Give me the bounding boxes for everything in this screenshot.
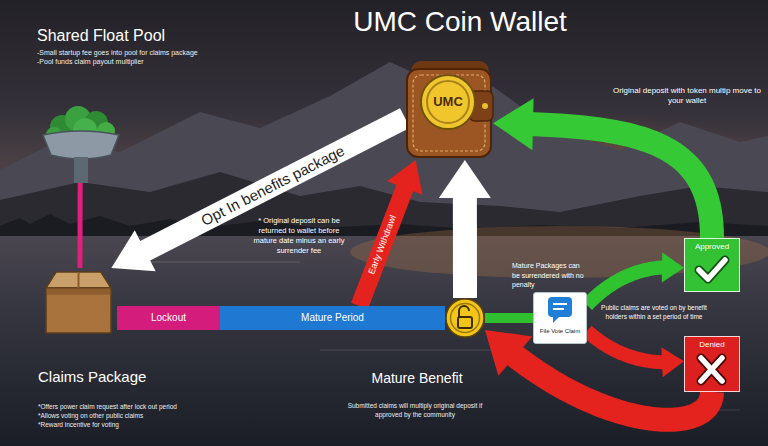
arrow-head: [661, 347, 684, 377]
wallet-icon: UMC: [405, 55, 493, 160]
float-pool-bowl-illustration-part: [74, 157, 88, 183]
note-label: Original deposit with token multip move …: [610, 86, 764, 106]
note-label: * Original deposit can be returned to wa…: [248, 216, 350, 256]
speech-bubble-icon-part: [553, 316, 560, 323]
arrow-head: [485, 330, 532, 376]
benefit-note: Submitted claims will multiply original …: [340, 401, 490, 419]
checkmark-symbol-part: [699, 260, 725, 279]
cardboard-box-illustration-part: [78, 272, 80, 288]
benefit-heading: Mature Benefit: [357, 370, 477, 387]
mature-period-band: Mature Period: [220, 306, 445, 330]
connector-shaft: [587, 331, 666, 362]
denied-box: Denied: [684, 336, 740, 392]
water-streak: [320, 349, 520, 351]
claims-heading: Claims Package: [38, 368, 146, 386]
connector: [485, 330, 712, 420]
connector: [439, 160, 491, 298]
cardboard-box-illustration: [42, 268, 115, 335]
float-pool-bowl-illustration: [40, 105, 122, 183]
cardboard-box-illustration-part: [46, 272, 111, 288]
box-label: File Vote Claim: [540, 327, 580, 335]
cross-symbol-part: [701, 358, 722, 381]
speech-bubble-icon-part: [553, 308, 564, 310]
speech-bubble-icon-part: [553, 303, 567, 305]
speech-bubble-icon-part: [548, 297, 572, 317]
connector-shaft: [485, 313, 533, 323]
connector-shaft: [509, 351, 712, 420]
cross-symbol-part: [701, 358, 722, 381]
approved-box: Approved: [684, 238, 740, 292]
connector: [360, 160, 423, 306]
padlock-coin-illustration: [445, 298, 485, 338]
wallet-illustration-part: [421, 75, 475, 129]
checkmark-symbol-part: [699, 260, 725, 279]
box-label: Denied: [699, 339, 724, 350]
float-pool-bowl: Shared Float Pool-Small startup fee goes…: [40, 105, 122, 183]
lockout-band: Lockout: [117, 306, 220, 330]
cardboard-box-illustration-part: [47, 289, 111, 295]
box-label: Approved: [695, 241, 729, 252]
claims-bullet: *Reward incentive for voting: [38, 421, 119, 429]
box-label: Mature Period: [301, 306, 364, 330]
box-label: Lockout: [151, 306, 186, 330]
connector: [485, 318, 533, 319]
connector: [587, 252, 684, 305]
mature-benefit-lock: Mature BenefitSubmitted claims will mult…: [445, 298, 485, 338]
claims-package-box: Claims Package*Offers power claim reques…: [42, 268, 115, 335]
water-streak: [140, 261, 300, 263]
cross-symbol-part: [701, 358, 722, 381]
claims-bullet: *Offers power claim request after lock o…: [38, 403, 177, 411]
pool-heading: Shared Float Pool: [37, 27, 165, 45]
coin-label: UMC: [423, 94, 473, 110]
arrow-head: [387, 160, 422, 195]
arrow-head: [111, 230, 155, 271]
arrow-head: [662, 252, 684, 282]
connector: [493, 98, 712, 238]
connector: [587, 331, 684, 377]
padlock-coin-illustration-part: [459, 306, 469, 317]
note-label: Mature Packages can be surrendered with …: [512, 261, 586, 290]
connector: [79, 183, 80, 268]
note-label: Public claims are voted on by benefit ho…: [598, 303, 710, 321]
file-vote-claim-box: File Vote Claim: [533, 292, 587, 344]
diagram-title: UMC Coin Wallet: [260, 6, 660, 38]
padlock-coin-illustration-part: [458, 317, 472, 328]
float-pool-bowl-illustration-part: [43, 131, 119, 159]
connector: [111, 118, 405, 271]
wallet-illustration-part: [482, 103, 488, 109]
padlock-coin-illustration-part: [451, 304, 480, 333]
connector-shaft: [453, 190, 477, 298]
speech-bubble-icon: [534, 293, 586, 343]
pool-note: -Small startup fee goes into pool for cl…: [37, 48, 198, 57]
cardboard-box-illustration-part: [46, 288, 111, 333]
padlock-coin-illustration-part: [446, 299, 484, 337]
connector-label: Early Withdrawl: [366, 211, 400, 279]
arrow-head: [439, 160, 491, 198]
connector-shaft: [77, 183, 82, 268]
arrow-head: [493, 98, 534, 150]
connector-shaft: [360, 182, 407, 306]
cross-symbol-part: [701, 358, 722, 381]
claims-bullet: *Allows voting on other public claims: [38, 412, 143, 420]
connector-shaft: [525, 124, 712, 238]
pool-note: -Pool funds claim payout multiplier: [37, 57, 144, 66]
connector-shaft: [587, 267, 666, 305]
